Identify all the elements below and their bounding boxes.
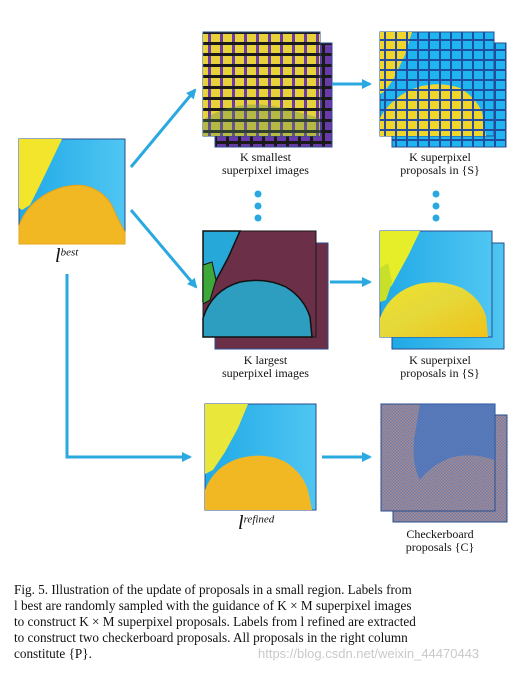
caption-line-5: constitute {P}.: [14, 646, 92, 661]
watermark: https://blog.csdn.net/weixin_44470443: [258, 646, 480, 661]
k-proposals-mid-label: K superpixel proposals in {S}: [380, 354, 500, 380]
k-proposals-mid-stack: [379, 230, 505, 350]
figure-caption: Fig. 5. Illustration of the update of pr…: [14, 582, 510, 662]
k-proposals-top-stack: [379, 31, 507, 148]
caption-line-3: to construct K × M superpixel proposals.…: [14, 614, 416, 629]
l-refined-image: [204, 403, 317, 511]
checkerboard-stack: [380, 403, 508, 523]
k-proposals-top-label: K superpixel proposals in {S}: [380, 151, 500, 177]
k-largest-label: K largest superpixel images: [203, 354, 328, 380]
caption-line-4: to construct two checkerboard proposals.…: [14, 630, 408, 645]
k-proposals-top-line-2: proposals in {S}: [400, 163, 480, 177]
k-smallest-line-1: K smallest: [240, 150, 291, 164]
k-proposals-mid-line-2: proposals in {S}: [400, 366, 480, 380]
k-largest-stack: [202, 230, 329, 350]
k-smallest-label: K smallest superpixel images: [203, 151, 328, 177]
l-best-label: lbest: [55, 245, 78, 268]
l-best-symbol: l: [55, 245, 61, 267]
l-best-image: [18, 138, 126, 245]
k-proposals-top-line-1: K superpixel: [409, 150, 471, 164]
checkerboard-line-1: Checkerboard: [406, 527, 474, 541]
checkerboard-line-2: proposals {C}: [405, 540, 475, 554]
k-largest-line-1: K largest: [243, 353, 288, 367]
caption-line-2: l best are randomly sampled with the gui…: [14, 598, 412, 613]
checkerboard-label: Checkerboard proposals {C}: [380, 528, 500, 554]
continuation-dots-left: [254, 190, 262, 222]
l-best-superscript: best: [60, 246, 79, 259]
k-proposals-mid-line-1: K superpixel: [409, 353, 471, 367]
continuation-dots-right: [432, 190, 440, 222]
l-refined-symbol: l: [238, 512, 244, 534]
k-largest-line-2: superpixel images: [222, 366, 309, 380]
l-refined-superscript: refined: [243, 513, 275, 526]
l-refined-label: lrefined: [238, 512, 274, 535]
k-smallest-line-2: superpixel images: [222, 163, 309, 177]
caption-line-1: Fig. 5. Illustration of the update of pr…: [14, 582, 412, 597]
k-smallest-stack: [202, 31, 333, 148]
arrow-to-smallest: [129, 88, 197, 168]
arrow-to-largest: [129, 209, 198, 289]
arrow-to-refined: [65, 274, 192, 462]
